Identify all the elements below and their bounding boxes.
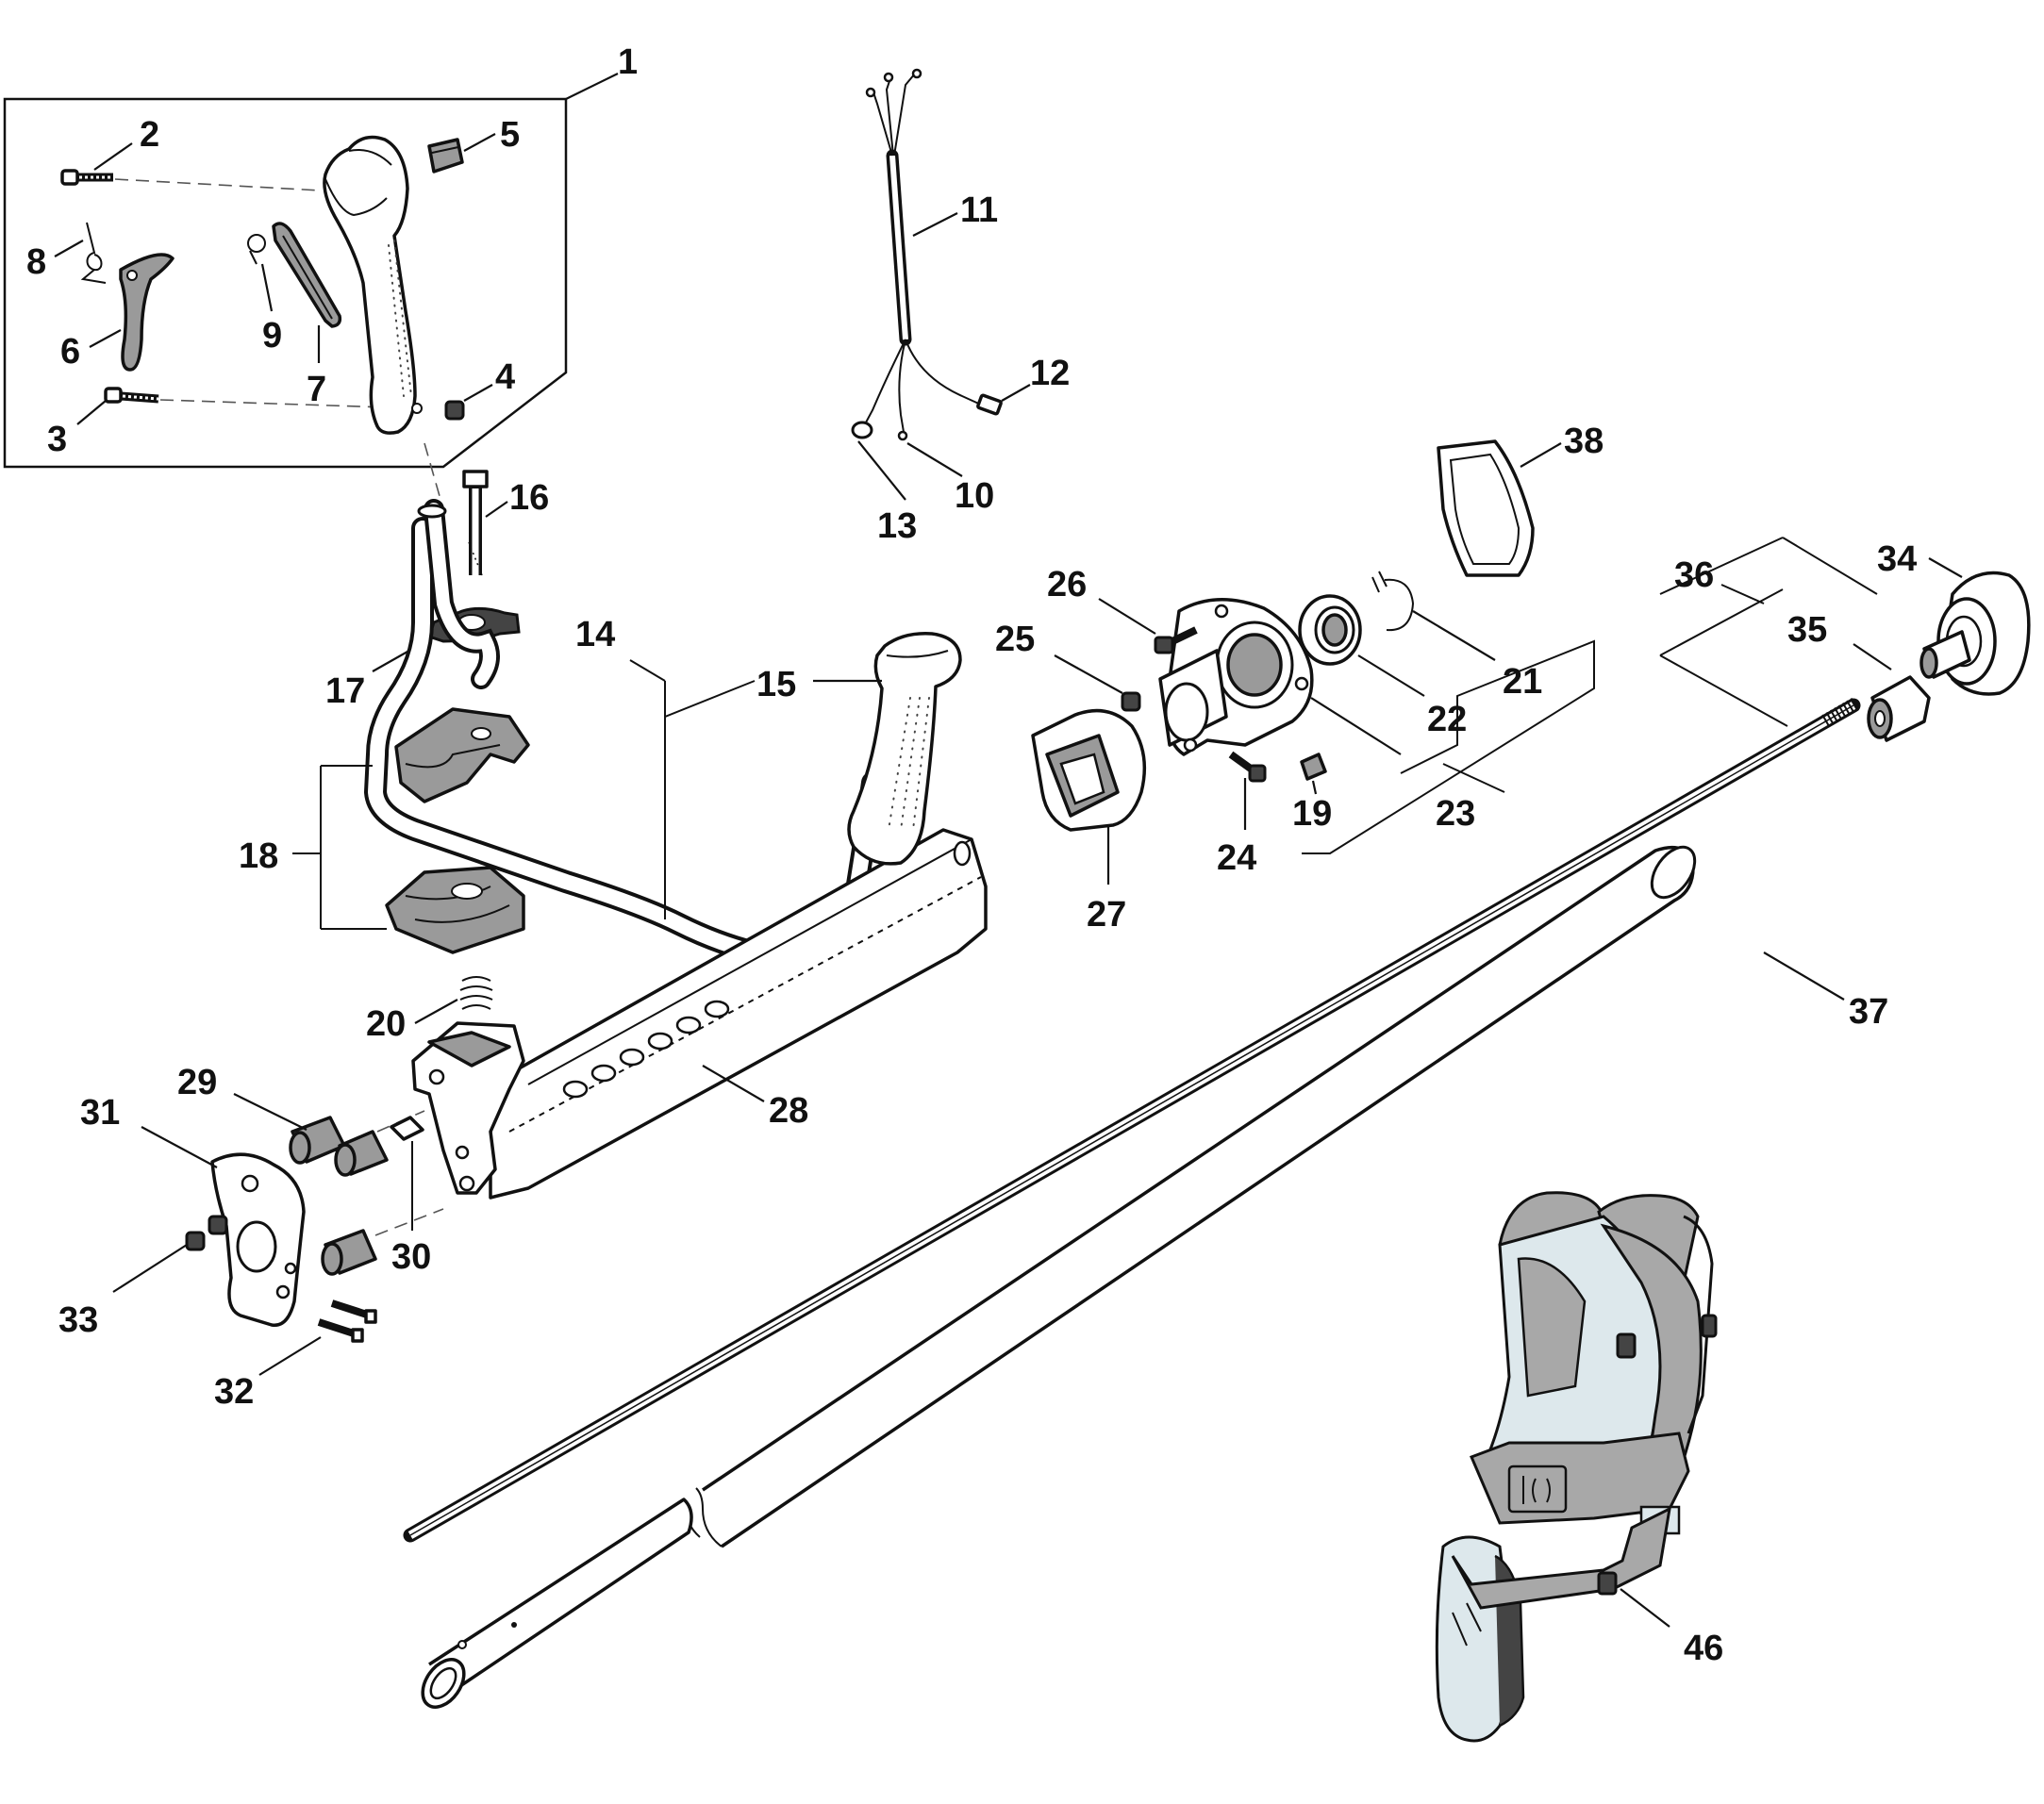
callout-4: 4 — [495, 357, 515, 397]
callout-35: 35 — [1787, 610, 1827, 650]
screw-part-3 — [76, 387, 388, 425]
circlip-part-21 — [1371, 571, 1496, 661]
callout-25: 25 — [995, 620, 1035, 659]
callout-11: 11 — [960, 190, 998, 230]
callout-6: 6 — [60, 332, 80, 372]
callout-38: 38 — [1564, 422, 1604, 461]
nut-part-4 — [444, 384, 493, 421]
callout-18: 18 — [239, 836, 278, 876]
callout-30: 30 — [391, 1237, 431, 1277]
tube-holes — [562, 1000, 730, 1099]
callout-22: 22 — [1427, 700, 1467, 739]
callout-7: 7 — [307, 370, 326, 409]
callout-13: 13 — [877, 506, 917, 546]
callout-31: 31 — [80, 1093, 120, 1133]
callout-19: 19 — [1292, 794, 1332, 834]
callout-36: 36 — [1674, 555, 1714, 595]
callout-33: 33 — [58, 1300, 98, 1340]
switch-part-5 — [427, 133, 496, 174]
wiring-harness — [851, 68, 1031, 501]
callout-29: 29 — [177, 1063, 217, 1102]
callout-20: 20 — [366, 1004, 406, 1044]
clutch-housing-part-23 — [1158, 598, 1595, 854]
callout-10: 10 — [955, 476, 994, 516]
screw-part-2 — [60, 142, 322, 191]
spring-part-8 — [54, 222, 107, 284]
rear-handle-housing — [323, 135, 444, 510]
clamp-base-bracket — [411, 1021, 525, 1195]
gasket-part-38 — [1437, 439, 1562, 577]
callout-23: 23 — [1436, 794, 1475, 834]
cover-plate-part-31 — [141, 1126, 306, 1328]
throttle-trigger-part-6 — [89, 253, 174, 372]
clutch-drum-part-34 — [1919, 557, 2031, 696]
drive-tube-part-28 — [489, 828, 988, 1200]
callout-17: 17 — [325, 671, 365, 711]
clamp-set-part-18 — [292, 707, 530, 954]
callout-8: 8 — [26, 242, 46, 282]
nut-part-25 — [1054, 654, 1141, 712]
callout-32: 32 — [214, 1372, 254, 1412]
coupling-part-35 — [1853, 643, 1931, 742]
callout-15: 15 — [756, 665, 796, 704]
set-screw-part-19 — [1300, 753, 1327, 795]
clip-part-9 — [247, 234, 274, 312]
bushing-part-29 — [233, 1093, 444, 1276]
lock-lever-part-7 — [272, 222, 342, 363]
callout-37: 37 — [1849, 992, 1888, 1032]
screw-part-24 — [1228, 751, 1267, 830]
callout-28: 28 — [769, 1091, 808, 1131]
bolt-part-16 — [462, 470, 508, 576]
callout-12: 12 — [1030, 354, 1070, 393]
square-nut-part-30 — [390, 1116, 424, 1231]
spring-part-20 — [414, 976, 493, 1024]
outer-tube-part-37 — [421, 845, 1845, 1709]
handle-kit-box — [3, 73, 619, 469]
drive-shaft-part-36 — [403, 537, 1878, 1543]
bearing-part-22 — [1298, 594, 1425, 697]
screw-part-26 — [1098, 598, 1198, 654]
callout-9: 9 — [262, 316, 282, 356]
front-grip-part-15 — [629, 632, 962, 919]
callout-34: 34 — [1877, 539, 1917, 579]
callout-21: 21 — [1503, 662, 1542, 702]
callout-24: 24 — [1217, 838, 1256, 878]
screw-part-32 — [258, 1299, 377, 1376]
callout-14: 14 — [575, 615, 615, 654]
callout-3: 3 — [47, 420, 67, 459]
callout-5: 5 — [500, 115, 520, 155]
shoulder-harness-part-46 — [1435, 1191, 1718, 1743]
callout-1: 1 — [618, 42, 638, 82]
callout-26: 26 — [1047, 565, 1087, 604]
callout-16: 16 — [509, 478, 549, 518]
callout-27: 27 — [1087, 895, 1126, 935]
clutch-drum-adapter-part-27 — [1031, 708, 1147, 885]
callout-46: 46 — [1684, 1629, 1723, 1668]
callout-2: 2 — [140, 115, 159, 155]
nut-part-33 — [112, 1215, 228, 1293]
